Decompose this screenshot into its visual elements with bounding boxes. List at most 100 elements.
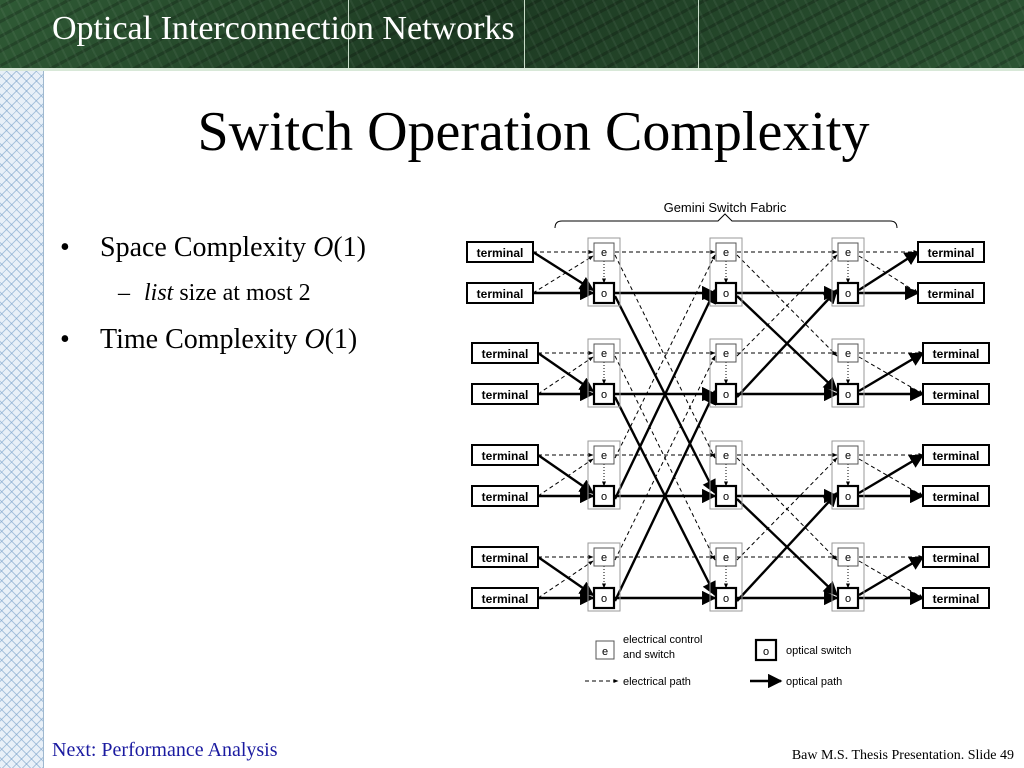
terminal-left-box	[466, 241, 534, 263]
legend-optical-switch-text: optical switch	[786, 645, 851, 657]
node-internal-links	[602, 261, 850, 589]
switch-group-outline	[709, 542, 743, 612]
optical-path	[858, 453, 925, 495]
electrical-node-box	[715, 242, 737, 262]
optical-node-box	[836, 281, 860, 305]
electrical-node-label: e	[601, 552, 607, 564]
electrical-node-box	[837, 242, 859, 262]
footer-note: Baw M.S. Thesis Presentation. Slide 49	[791, 748, 1014, 763]
sub-bullet-list-size: –list size at most 2	[118, 280, 311, 307]
terminals: terminal terminal terminal terminal terminal…	[466, 241, 990, 609]
optical-path	[858, 250, 920, 292]
optical-node-box	[592, 586, 616, 610]
dash-icon: –	[118, 280, 130, 306]
electrical-path	[537, 458, 594, 497]
switch-group-outline	[831, 440, 865, 510]
optical-path	[736, 491, 838, 602]
terminal-right-label: terminal	[933, 347, 980, 361]
electrical-node-label: e	[601, 247, 607, 259]
electrical-path	[858, 255, 919, 294]
electrical-path	[736, 254, 838, 357]
electrical-path	[736, 457, 838, 561]
terminal-right-label: terminal	[928, 246, 975, 260]
switch-group-outline	[831, 237, 865, 307]
optical-node-label: o	[723, 593, 729, 605]
electrical-node-label: e	[845, 348, 851, 360]
terminal-right-box	[922, 546, 990, 568]
optical-node-box	[836, 382, 860, 406]
switch-group-outline	[587, 542, 621, 612]
legend-electrical-control-line2: and switch	[623, 649, 675, 661]
next-performance-analysis-link[interactable]: Next: Performance Analysis	[52, 739, 278, 761]
electrical-node-box	[593, 343, 615, 363]
terminal-left-box	[471, 587, 539, 609]
terminal-left-box	[471, 485, 539, 507]
bullet-italic: O	[304, 324, 325, 355]
electrical-node-box	[715, 547, 737, 567]
electrical-node-box	[715, 343, 737, 363]
optical-node-label: o	[845, 491, 851, 503]
legend-electrical-path-text: electrical path	[623, 676, 691, 688]
terminal-right-label: terminal	[933, 388, 980, 402]
header-divider	[698, 0, 699, 68]
electrical-node-label: e	[845, 450, 851, 462]
legend-o-label: o	[763, 646, 769, 658]
header-divider	[524, 0, 525, 68]
switch-group-outline	[709, 338, 743, 408]
electrical-path	[532, 255, 594, 294]
optical-node-label: o	[723, 491, 729, 503]
terminal-right-box	[917, 282, 985, 304]
terminal-right-label: terminal	[933, 490, 980, 504]
optical-node-box	[714, 586, 738, 610]
optical-path	[613, 389, 717, 602]
optical-node-label: o	[723, 288, 729, 300]
terminal-left-label: terminal	[482, 347, 529, 361]
bullet-dot-icon: •	[60, 324, 70, 355]
optical-node-box	[592, 484, 616, 508]
terminal-left-label: terminal	[482, 592, 529, 606]
optical-path	[858, 555, 925, 597]
electrical-node-box	[837, 445, 859, 465]
fabric-brace	[554, 213, 898, 229]
electrical-node-label: e	[723, 552, 729, 564]
decorative-left-strip	[0, 71, 44, 768]
optical-node-label: o	[601, 288, 607, 300]
gemini-switch-fabric-diagram: Gemini Switch Fabric eoeoeoeoeoeoeoeoeoe…	[466, 200, 990, 689]
switch-group-outline	[709, 440, 743, 510]
optical-path	[532, 250, 595, 292]
bullet-dot-icon: •	[60, 232, 70, 263]
optical-node-box	[836, 484, 860, 508]
optical-node-box	[592, 281, 616, 305]
optical-path	[736, 288, 838, 398]
terminal-right-label: terminal	[933, 551, 980, 565]
terminal-left-label: terminal	[477, 287, 524, 301]
optical-node-label: o	[845, 288, 851, 300]
terminal-right-label: terminal	[933, 449, 980, 463]
header-title: Optical Interconnection Networks	[52, 10, 515, 47]
switch-group-outline	[587, 440, 621, 510]
electrical-node-label: e	[601, 450, 607, 462]
electrical-path	[858, 560, 924, 599]
optical-node-label: o	[601, 389, 607, 401]
sub-bullet-italic: list	[144, 280, 174, 306]
terminal-right-box	[917, 241, 985, 263]
bullet-suffix: (1)	[324, 324, 358, 355]
bullet-time-complexity: •Time Complexity O(1)	[60, 324, 357, 356]
legend: e electrical control and switch o optica…	[585, 634, 851, 689]
optical-node-label: o	[723, 389, 729, 401]
terminal-right-box	[922, 587, 990, 609]
optical-node-label: o	[601, 593, 607, 605]
slide-title: Switch Operation Complexity	[197, 101, 870, 163]
optical-node-label: o	[845, 593, 851, 605]
bullet-text: Space Complexity	[100, 232, 314, 263]
optical-node-label: o	[601, 491, 607, 503]
optical-paths	[532, 250, 925, 606]
terminal-right-box	[922, 485, 990, 507]
electrical-path	[614, 254, 716, 459]
legend-electrical-control-line1: electrical control	[623, 634, 702, 646]
switch-group-outline	[831, 338, 865, 408]
electrical-node-label: e	[723, 348, 729, 360]
electrical-node-label: e	[601, 348, 607, 360]
header-divider	[348, 0, 349, 68]
switch-group-outline	[587, 338, 621, 408]
